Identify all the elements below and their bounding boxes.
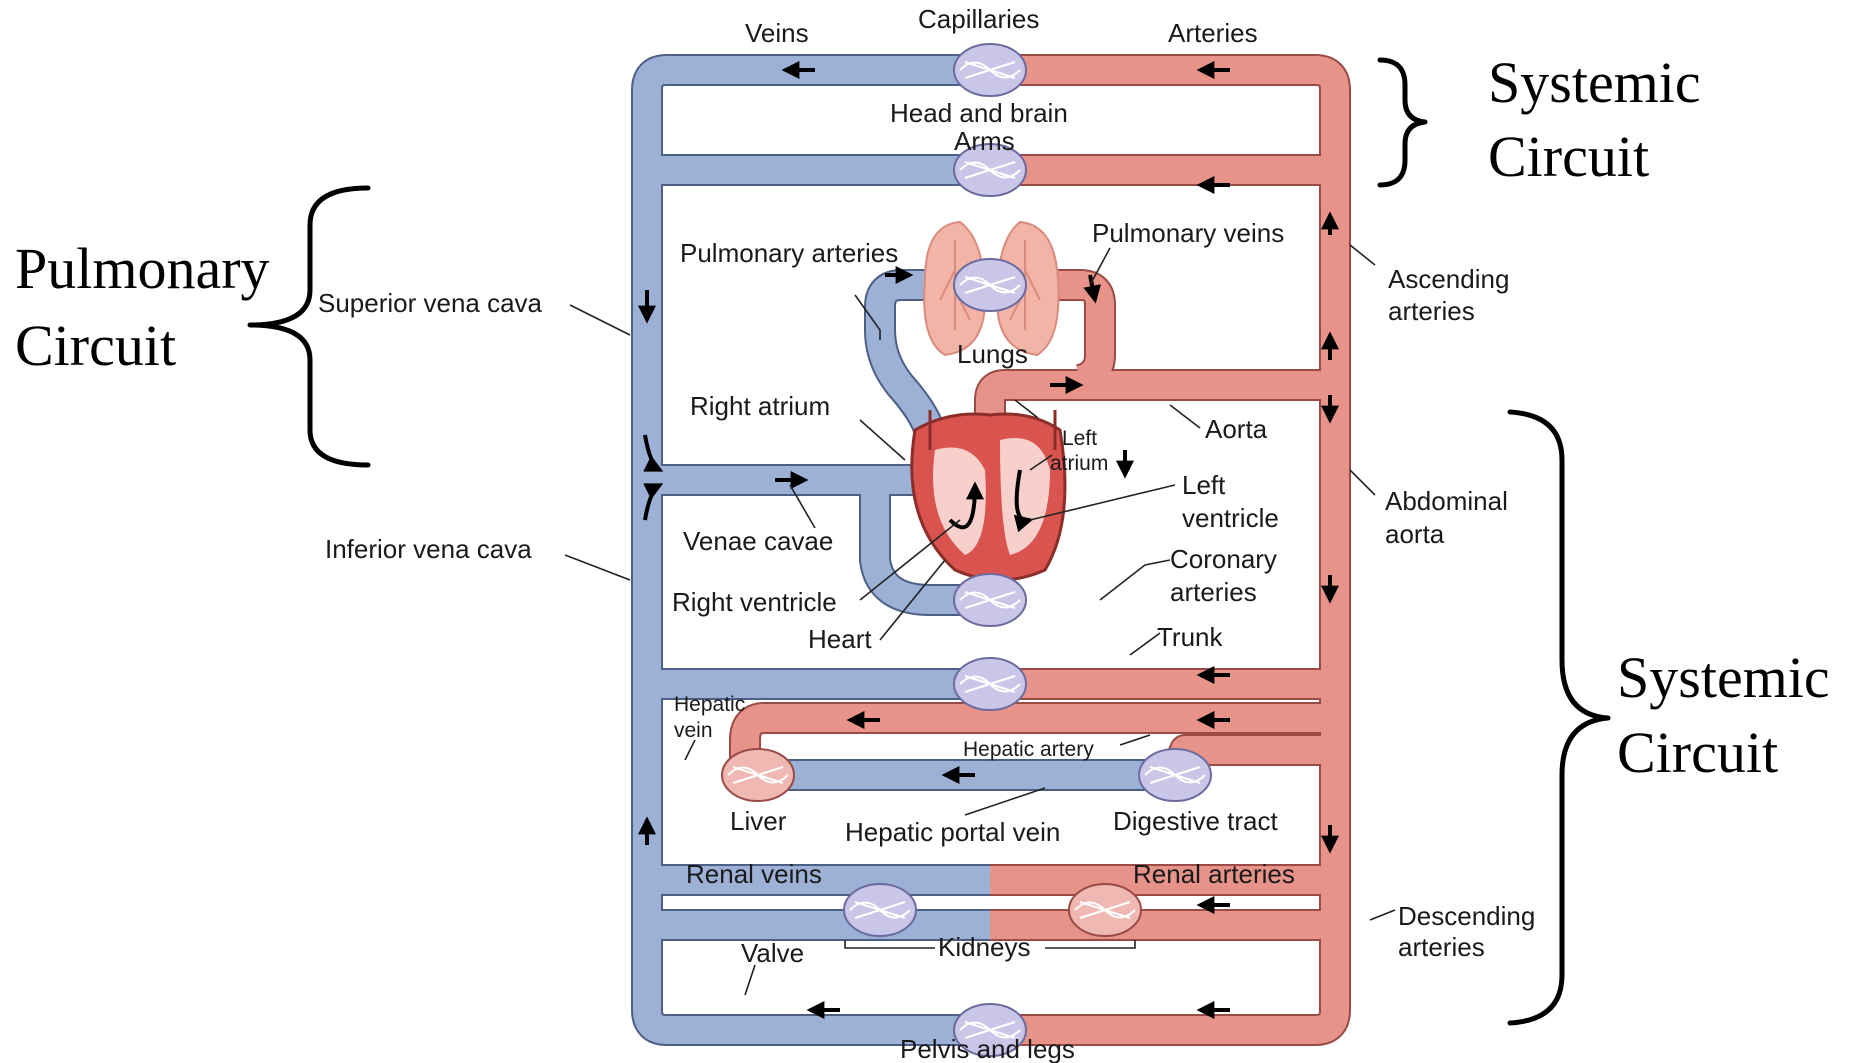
capillary-pelvis-legs [953,1003,1027,1057]
label-superior-vena-cava: Superior vena cava [318,288,543,318]
capillary-kidney-left [843,883,917,937]
capillary-digestive [1138,748,1212,802]
label-aorta: Aorta [1205,414,1268,444]
capillary-arms [953,143,1027,197]
label-renal-arteries: Renal arteries [1133,859,1295,889]
veins-outer-trunk [633,56,990,1044]
label-veins: Veins [745,18,809,48]
label-hepatic-vein-1: Hepatic [674,693,745,716]
label-kidneys: Kidneys [938,932,1031,962]
label-left-atrium-2: atrium [1050,452,1108,475]
capillary-head-brain [953,43,1027,97]
label-abdominal-aorta-2: aorta [1385,519,1445,549]
label-valve: Valve [741,938,804,968]
label-inferior-vena-cava: Inferior vena cava [325,534,532,564]
capillary-trunk [953,657,1027,711]
anatomy-labels: Veins Capillaries Arteries Head and brai… [318,4,1535,1063]
label-arms: Arms [954,126,1015,156]
label-abdominal-aorta-1: Abdominal [1385,486,1508,516]
capillary-lungs [953,258,1027,312]
label-coronary-arteries-2: arteries [1170,577,1257,607]
pulmonary-line2: Circuit [15,313,176,378]
circuit-labels: Systemic Circuit Pulmonary Circuit Syste… [15,50,1830,785]
arteries-outer-trunk [990,56,1349,1044]
capillary-liver [721,748,795,802]
systemic-upper-line1: Systemic [1488,50,1701,115]
label-digestive-tract: Digestive tract [1113,806,1278,836]
coronary-vein-vessel [861,480,990,614]
systemic-lower-line1: Systemic [1617,645,1830,710]
label-pulmonary-arteries: Pulmonary arteries [680,238,898,268]
label-liver: Liver [730,806,787,836]
label-hepatic-artery: Hepatic artery [963,738,1094,761]
label-right-ventricle: Right ventricle [672,587,837,617]
lungs-illustration [923,220,1060,357]
label-renal-veins: Renal veins [686,859,822,889]
label-capillaries: Capillaries [918,4,1039,34]
label-trunk: Trunk [1157,622,1223,652]
label-heart: Heart [808,624,872,654]
heart-illustration [910,410,1067,582]
capillary-beds [721,43,1212,1057]
brace-pulmonary [247,185,371,468]
label-coronary-arteries-1: Coronary [1170,544,1277,574]
circuit-braces [247,57,1611,1026]
label-ascending-arteries-1: Ascending [1388,264,1509,294]
label-pelvis-and-legs: Pelvis and legs [900,1034,1075,1063]
label-left-atrium-1: Left [1062,427,1097,450]
flow-arrows [638,61,1339,1019]
label-descending-arteries-1: Descending [1398,901,1535,931]
label-arteries: Arteries [1168,18,1258,48]
pulmonary-line1: Pulmonary [15,236,270,301]
label-head-and-brain: Head and brain [890,98,1068,128]
leader-lines [564,244,1396,996]
label-lungs: Lungs [957,339,1028,369]
brace-systemic-upper [1377,57,1428,188]
label-descending-arteries-2: arteries [1398,932,1485,962]
capillary-coronary [953,573,1027,627]
capillary-kidney-right [1068,883,1142,937]
label-ascending-arteries-2: arteries [1388,296,1475,326]
arteries-network [729,54,1351,1046]
label-hepatic-vein-2: vein [674,719,713,742]
label-venae-cavae: Venae cavae [683,526,833,556]
label-hepatic-portal-vein: Hepatic portal vein [845,817,1060,847]
label-right-atrium: Right atrium [690,391,830,421]
label-left-ventricle-2: ventricle [1182,503,1279,533]
systemic-lower-line2: Circuit [1617,720,1778,785]
hepatic-artery-vessel [731,704,1335,770]
brace-systemic-lower [1507,409,1611,1026]
label-pulmonary-veins: Pulmonary veins [1092,218,1284,248]
label-left-ventricle-1: Left [1182,470,1226,500]
systemic-upper-line2: Circuit [1488,124,1649,189]
